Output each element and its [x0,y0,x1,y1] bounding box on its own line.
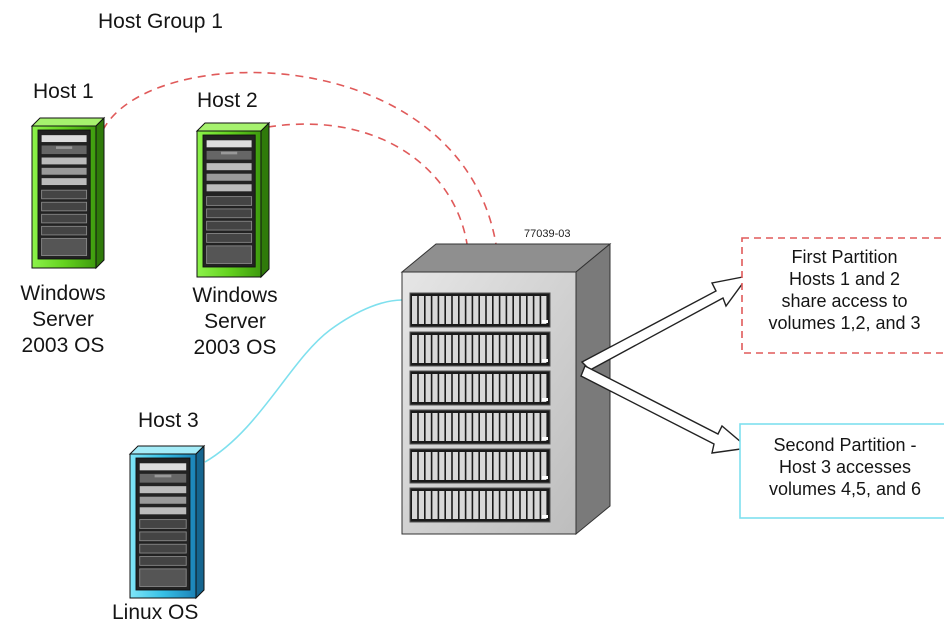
array-drawer [409,409,551,445]
host1-server-icon [30,116,106,270]
host1-os: Windows Server 2003 OS [0,281,126,359]
array-drawer [409,331,551,367]
partition1-line3: share access to [781,291,908,311]
partition1-line4: volumes 1,2, and 3 [768,313,921,333]
partition2-text: Second Partition - Host 3 accesses volum… [740,430,944,500]
host2-os-line2: Server [204,310,266,333]
host2-os: Windows Server 2003 OS [172,283,298,361]
host1-name: Host 1 [33,80,94,103]
array-drawer [409,292,551,328]
host2-os-line1: Windows [192,284,278,307]
partition1-box [741,237,944,354]
host3-os: Linux OS [112,601,199,624]
host1-os-line2: Server [32,308,94,331]
partition1-line1: First Partition [791,247,898,267]
host3-server-icon [128,444,206,600]
storage-array-icon [400,242,612,536]
host-group-link-host2 [267,123,468,245]
host-group-link-host1 [102,71,497,245]
host3-name: Host 3 [138,409,199,432]
partition2-arrow [580,365,750,454]
partition2-line1: Second Partition - [773,435,917,455]
partition2-line2: Host 3 accesses [778,457,912,477]
host3-link [204,299,403,463]
array-drawer [409,487,551,523]
host2-name: Host 2 [197,89,258,112]
array-drawer [409,448,551,484]
host1-os-line1: Windows [20,282,106,305]
host1-os-line3: 2003 OS [21,334,105,357]
host2-os-line3: 2003 OS [193,336,277,359]
partition2-box [739,423,944,519]
partition1-arrow [580,274,750,371]
host2-server-icon [195,121,271,279]
partition2-line3: volumes 4,5, and 6 [768,479,922,499]
partition1-text: First Partition Hosts 1 and 2 share acce… [742,242,944,334]
partition1-line2: Hosts 1 and 2 [788,269,901,289]
array-code: 77039-03 [524,228,571,240]
host-group-label: Host Group 1 [98,10,223,33]
array-drawer [409,370,551,406]
